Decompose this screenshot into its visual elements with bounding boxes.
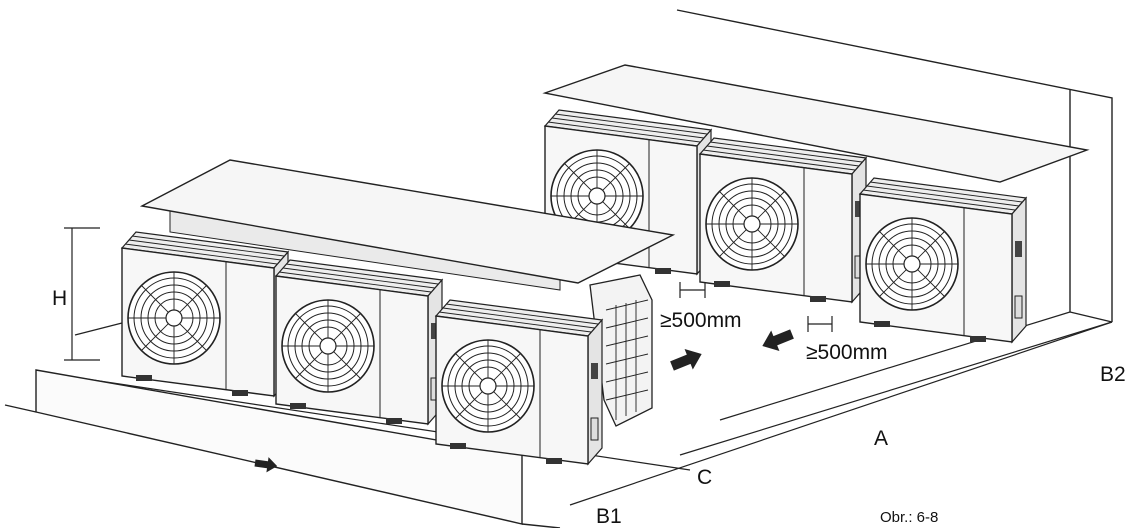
air-flow-arrow-icon: [758, 323, 797, 357]
label-dim-back: ≥500mm: [806, 341, 888, 364]
roof-panel-back: [542, 64, 1090, 183]
label-b2: B2: [1100, 363, 1126, 386]
figure-caption: Obr.: 6-8: [880, 509, 939, 526]
label-c: C: [697, 466, 713, 489]
label-a: A: [874, 427, 889, 450]
label-dim-front: ≥500mm: [660, 309, 742, 332]
wall-b1: [4, 369, 561, 528]
side-facing-unit: [589, 274, 653, 427]
label-b1: B1: [596, 505, 622, 528]
roof-panel-front: [139, 159, 676, 284]
label-h: H: [52, 287, 68, 310]
height-dimension: [64, 227, 100, 361]
spacing-dimension-front: [679, 282, 706, 298]
air-flow-arrow-icon: [667, 343, 706, 377]
wall-b2: [676, 9, 1113, 323]
spacing-dimension-back: [807, 316, 833, 332]
